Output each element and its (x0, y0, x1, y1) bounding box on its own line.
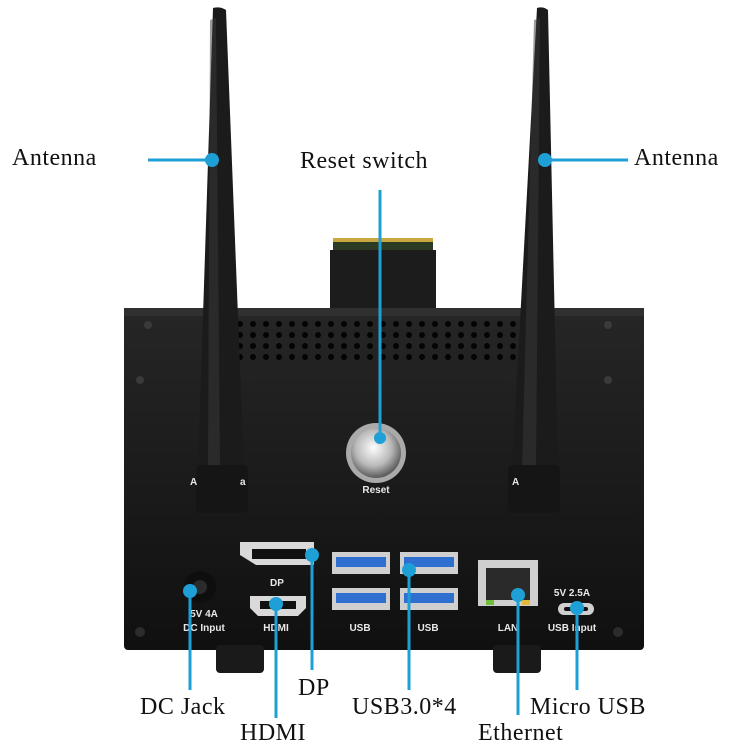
lan-panel-label: LAN (498, 623, 519, 634)
dc-jack-callout: DC Jack (140, 694, 226, 720)
dp-callout: DP (298, 675, 330, 701)
dp-port (240, 542, 314, 565)
usb30-callout: USB3.0*4 (352, 694, 457, 720)
reset-switch-callout: Reset switch (300, 148, 428, 174)
callout-dots (183, 153, 584, 615)
antenna-left (196, 7, 248, 513)
reset-label: Reset (362, 485, 390, 496)
svg-text:a: a (240, 477, 246, 488)
micro-usb-callout: Micro USB (530, 694, 646, 720)
svg-text:A: A (512, 477, 519, 488)
usb-label-right: USB (417, 623, 438, 634)
usb3-ports-left (332, 552, 390, 610)
antenna-left-callout: Antenna (12, 145, 97, 171)
micro-rating-label: 5V 2.5A (554, 588, 590, 599)
dp-panel-label: DP (270, 578, 284, 589)
hdmi-callout: HDMI (240, 720, 306, 746)
dc-input-label: DC Input (183, 623, 225, 634)
callout-lines (148, 158, 628, 718)
foot-left (216, 645, 264, 673)
usb-label-left: USB (349, 623, 370, 634)
lan-port (478, 560, 538, 606)
antenna-right-callout: Antenna (634, 145, 719, 171)
usb-input-label: USB Input (548, 623, 597, 634)
svg-text:A: A (190, 477, 197, 488)
reset-button[interactable] (346, 423, 406, 483)
ethernet-callout: Ethernet (478, 720, 564, 746)
antenna-right (508, 7, 560, 513)
dc-rating-label: 5V 4A (190, 609, 218, 620)
